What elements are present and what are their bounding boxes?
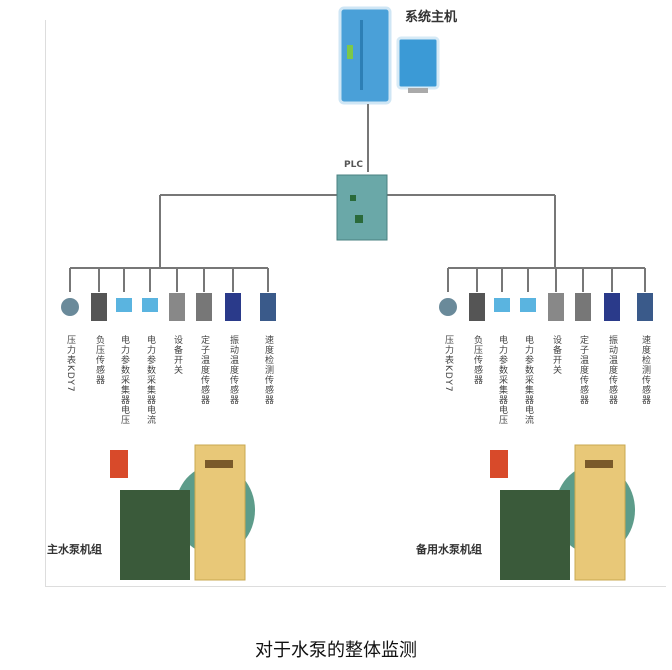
device-label: 振动温度传感器 xyxy=(228,335,238,405)
host-label: 系统主机 xyxy=(405,10,458,25)
device-label: 定子温度传感器 xyxy=(578,335,588,405)
device-label: 电力参数采集器电流 xyxy=(523,335,533,425)
main-pump-unit-icon xyxy=(110,444,255,581)
left-switch-icon xyxy=(169,293,185,321)
device-label: 压力表KDY7 xyxy=(65,335,75,393)
main-pump-unit-label: 主水泵机组 xyxy=(47,543,102,556)
device-label: 定子温度传感器 xyxy=(199,335,209,405)
device-label: 电力参数采集器电压 xyxy=(497,335,507,425)
device-label: 振动温度传感器 xyxy=(607,335,617,405)
host-computer-icon xyxy=(338,6,440,105)
left-pressure-gauge-icon xyxy=(61,298,79,316)
left-power-meter-icon xyxy=(142,298,158,312)
device-label: 电力参数采集器电压 xyxy=(119,335,129,425)
device-label: 设备开关 xyxy=(551,335,561,375)
device-label: 负压传感器 xyxy=(472,335,482,385)
plc-cabinet-icon xyxy=(336,174,388,241)
device-label: 电力参数采集器电流 xyxy=(145,335,155,425)
left-sensor-icon xyxy=(91,293,107,321)
right-power-meter-icon xyxy=(494,298,510,312)
figure-caption: 对于水泵的整体监测 xyxy=(255,640,417,661)
plc-label: PLC xyxy=(344,160,363,170)
device-label: 设备开关 xyxy=(172,335,182,375)
device-label: 速度检测传感器 xyxy=(640,335,650,405)
right-sensor-icon xyxy=(469,293,485,321)
right-vibration-sensor-icon xyxy=(604,293,620,321)
left-vibration-sensor-icon xyxy=(225,293,241,321)
right-switch-icon xyxy=(548,293,564,321)
right-pressure-gauge-icon xyxy=(439,298,457,316)
left-power-meter-icon xyxy=(116,298,132,312)
right-temperature-sensor-icon xyxy=(575,293,591,321)
backup-pump-unit-icon xyxy=(490,444,635,581)
device-label: 压力表KDY7 xyxy=(443,335,453,393)
right-power-meter-icon xyxy=(520,298,536,312)
left-speed-sensor-icon xyxy=(260,293,276,321)
left-temperature-sensor-icon xyxy=(196,293,212,321)
device-label: 速度检测传感器 xyxy=(263,335,273,405)
right-speed-sensor-icon xyxy=(637,293,653,321)
diagram-frame xyxy=(45,20,666,587)
device-label: 负压传感器 xyxy=(94,335,104,385)
backup-pump-unit-label: 备用水泵机组 xyxy=(416,543,482,556)
